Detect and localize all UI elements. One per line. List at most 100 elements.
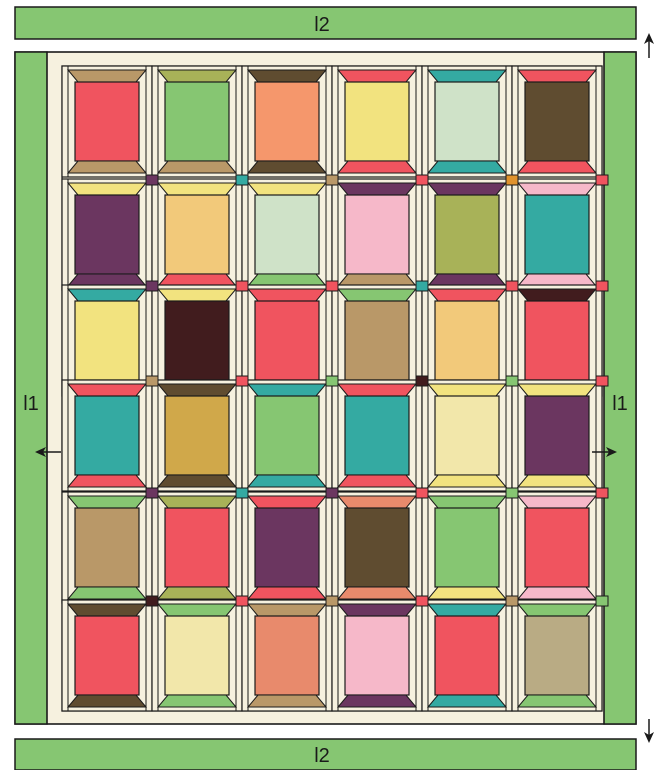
spool-thread bbox=[75, 508, 139, 587]
spool-thread bbox=[435, 396, 499, 475]
cornerstone bbox=[146, 376, 158, 386]
cornerstone bbox=[416, 376, 428, 386]
spool-block bbox=[242, 380, 332, 491]
spool-bottom-cap bbox=[248, 274, 326, 286]
spool-block bbox=[242, 66, 332, 177]
spool-block bbox=[512, 600, 602, 711]
spool-block bbox=[242, 492, 332, 603]
cornerstone bbox=[416, 175, 428, 185]
cornerstone bbox=[236, 596, 248, 606]
spool-top-cap bbox=[338, 496, 416, 508]
spool-thread bbox=[435, 82, 499, 161]
cornerstone bbox=[146, 281, 158, 291]
spool-top-cap bbox=[248, 604, 326, 616]
spool-thread bbox=[345, 82, 409, 161]
cornerstone bbox=[146, 596, 158, 606]
cornerstone bbox=[326, 376, 338, 386]
spool-bottom-cap bbox=[158, 695, 236, 707]
spool-top-cap bbox=[248, 70, 326, 82]
spool-block bbox=[152, 285, 242, 396]
cornerstone bbox=[416, 281, 428, 291]
spool-thread bbox=[255, 508, 319, 587]
spool-thread bbox=[165, 616, 229, 695]
spool-thread bbox=[75, 616, 139, 695]
spool-top-cap bbox=[338, 384, 416, 396]
left-border-label: l1 bbox=[23, 393, 39, 415]
cornerstone bbox=[326, 281, 338, 291]
spool-thread bbox=[255, 195, 319, 274]
spool-thread bbox=[255, 396, 319, 475]
spool-thread bbox=[435, 616, 499, 695]
spool-block bbox=[422, 179, 512, 290]
spool-top-cap bbox=[338, 183, 416, 195]
spool-block bbox=[152, 380, 242, 491]
spool-top-cap bbox=[428, 496, 506, 508]
spool-bottom-cap bbox=[158, 475, 236, 487]
cornerstone bbox=[416, 488, 428, 498]
spool-bottom-cap bbox=[248, 587, 326, 599]
spool-top-cap bbox=[518, 496, 596, 508]
spool-thread bbox=[75, 195, 139, 274]
spool-block bbox=[332, 285, 422, 396]
spool-block bbox=[62, 600, 152, 711]
spool-thread bbox=[75, 396, 139, 475]
spool-bottom-cap bbox=[68, 274, 146, 286]
spool-thread bbox=[525, 82, 589, 161]
cornerstone bbox=[146, 488, 158, 498]
spool-top-cap bbox=[338, 604, 416, 616]
spool-top-cap bbox=[68, 384, 146, 396]
spool-block bbox=[332, 380, 422, 491]
spool-bottom-cap bbox=[158, 274, 236, 286]
spool-thread bbox=[165, 301, 229, 380]
spool-block bbox=[512, 380, 602, 491]
spool-top-cap bbox=[158, 70, 236, 82]
spool-bottom-cap bbox=[518, 587, 596, 599]
spool-block bbox=[512, 492, 602, 603]
spool-thread bbox=[345, 396, 409, 475]
right-border-label: l1 bbox=[612, 393, 628, 415]
spool-bottom-cap bbox=[338, 475, 416, 487]
top-border-label: l2 bbox=[314, 14, 330, 36]
cornerstone bbox=[236, 376, 248, 386]
spool-thread bbox=[525, 508, 589, 587]
cornerstone bbox=[506, 281, 518, 291]
spool-bottom-cap bbox=[338, 161, 416, 173]
cornerstone bbox=[506, 175, 518, 185]
cornerstone bbox=[596, 281, 608, 291]
cornerstone bbox=[506, 376, 518, 386]
spool-block bbox=[332, 66, 422, 177]
bottom-border-label: l2 bbox=[314, 745, 330, 767]
spool-thread bbox=[255, 82, 319, 161]
spool-thread bbox=[345, 195, 409, 274]
spool-bottom-cap bbox=[338, 695, 416, 707]
spool-thread bbox=[525, 301, 589, 380]
spool-bottom-cap bbox=[68, 695, 146, 707]
cornerstone bbox=[146, 175, 158, 185]
spool-top-cap bbox=[518, 604, 596, 616]
spool-thread bbox=[165, 508, 229, 587]
spool-top-cap bbox=[248, 496, 326, 508]
right-border-strip bbox=[604, 52, 636, 724]
cornerstone bbox=[416, 596, 428, 606]
spool-bottom-cap bbox=[428, 274, 506, 286]
spool-block bbox=[332, 179, 422, 290]
spool-block bbox=[332, 600, 422, 711]
spool-top-cap bbox=[428, 183, 506, 195]
spool-block bbox=[422, 600, 512, 711]
spool-bottom-cap bbox=[518, 161, 596, 173]
spool-bottom-cap bbox=[338, 587, 416, 599]
spool-block bbox=[62, 492, 152, 603]
spool-top-cap bbox=[338, 70, 416, 82]
spool-thread bbox=[75, 301, 139, 380]
spool-top-cap bbox=[248, 183, 326, 195]
cornerstone bbox=[326, 488, 338, 498]
spool-thread bbox=[345, 301, 409, 380]
spool-bottom-cap bbox=[248, 475, 326, 487]
spool-block bbox=[512, 285, 602, 396]
cornerstone bbox=[506, 596, 518, 606]
spool-block bbox=[422, 66, 512, 177]
spool-bottom-cap bbox=[68, 161, 146, 173]
cornerstone bbox=[506, 488, 518, 498]
spool-top-cap bbox=[68, 496, 146, 508]
